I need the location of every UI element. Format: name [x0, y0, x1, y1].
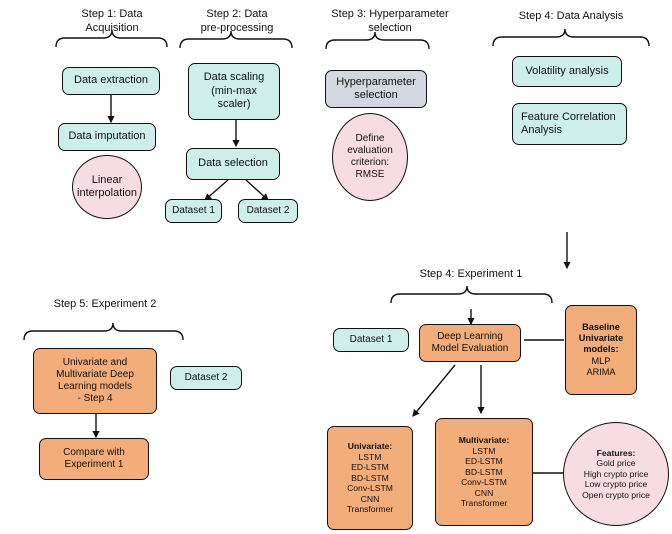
- node-hyperparameter-selection[interactable]: Hyperparameter selection: [325, 70, 427, 108]
- multivariate-items: LSTM ED-LSTM BD-LSTM Conv-LSTM CNN Trans…: [460, 445, 508, 509]
- node-define-evaluation-criterion[interactable]: Define evaluation criterion: RMSE: [332, 113, 408, 201]
- node-compare-with-experiment-1[interactable]: Compare with Experiment 1: [39, 438, 149, 480]
- node-dataset-1-experiment1[interactable]: Dataset 1: [333, 328, 409, 352]
- node-data-imputation[interactable]: Data imputation: [58, 123, 156, 151]
- features-items: Gold price High crypto price Low crypto …: [582, 458, 650, 500]
- brace-step4-experiment1: [390, 285, 553, 304]
- step-label-step4-analysis: Step 4: Data Analysis: [518, 10, 624, 22]
- node-dataset-2-step2[interactable]: Dataset 2: [238, 199, 298, 223]
- node-dataset-1-step2[interactable]: Dataset 1: [165, 199, 222, 223]
- node-feature-correlation-analysis[interactable]: Feature Correlation Analysis: [512, 103, 627, 145]
- step-label-step3: Step 3: Hyperparameter selection: [331, 8, 449, 34]
- step-label-step5-experiment2: Step 5: Experiment 2: [53, 298, 157, 310]
- step-label-step1: Step 1: Data Acquisition: [81, 8, 143, 34]
- multivariate-heading: Multivariate:: [458, 435, 510, 446]
- node-data-scaling[interactable]: Data scaling (min-max scaler): [188, 63, 280, 120]
- node-univariate-models[interactable]: Univariate: LSTM ED-LSTM BD-LSTM Conv-LS…: [327, 426, 413, 530]
- node-features[interactable]: Features: Gold price High crypto price L…: [563, 422, 669, 526]
- brace-step4-analysis: [492, 28, 650, 47]
- step-label-step2: Step 2: Data pre-processing: [200, 8, 274, 34]
- features-heading: Features:: [596, 447, 636, 458]
- node-multivariate-models[interactable]: Multivariate: LSTM ED-LSTM BD-LSTM Conv-…: [435, 418, 533, 526]
- node-dataset-2-experiment2[interactable]: Dataset 2: [170, 366, 242, 390]
- arrow-model-evaluation-to-univariate: [412, 364, 456, 417]
- arrow-selection-to-dataset2: [245, 179, 269, 201]
- node-data-extraction[interactable]: Data extraction: [62, 67, 160, 95]
- baseline-items: MLP ARIMA: [586, 355, 616, 377]
- baseline-heading: Baseline Univariate models:: [578, 321, 624, 355]
- node-univariate-multivariate-models[interactable]: Univariate and Multivariate Deep Learnin…: [33, 348, 157, 414]
- node-linear-interpolation[interactable]: Linear interpolation: [72, 155, 142, 219]
- node-volatility-analysis[interactable]: Volatility analysis: [512, 56, 622, 87]
- step-label-step4-experiment1: Step 4: Experiment 1: [419, 268, 523, 280]
- node-deep-learning-model-evaluation[interactable]: Deep Learning Model Evaluation: [419, 324, 521, 362]
- node-data-selection[interactable]: Data selection: [186, 148, 280, 180]
- univariate-heading: Univariate:: [347, 441, 393, 452]
- arrow-selection-to-dataset1: [204, 179, 229, 201]
- brace-step5-experiment2: [23, 322, 184, 341]
- univariate-items: LSTM ED-LSTM BD-LSTM Conv-LSTM CNN Trans…: [346, 451, 394, 515]
- node-baseline-univariate-models[interactable]: Baseline Univariate models: MLP ARIMA: [565, 305, 637, 395]
